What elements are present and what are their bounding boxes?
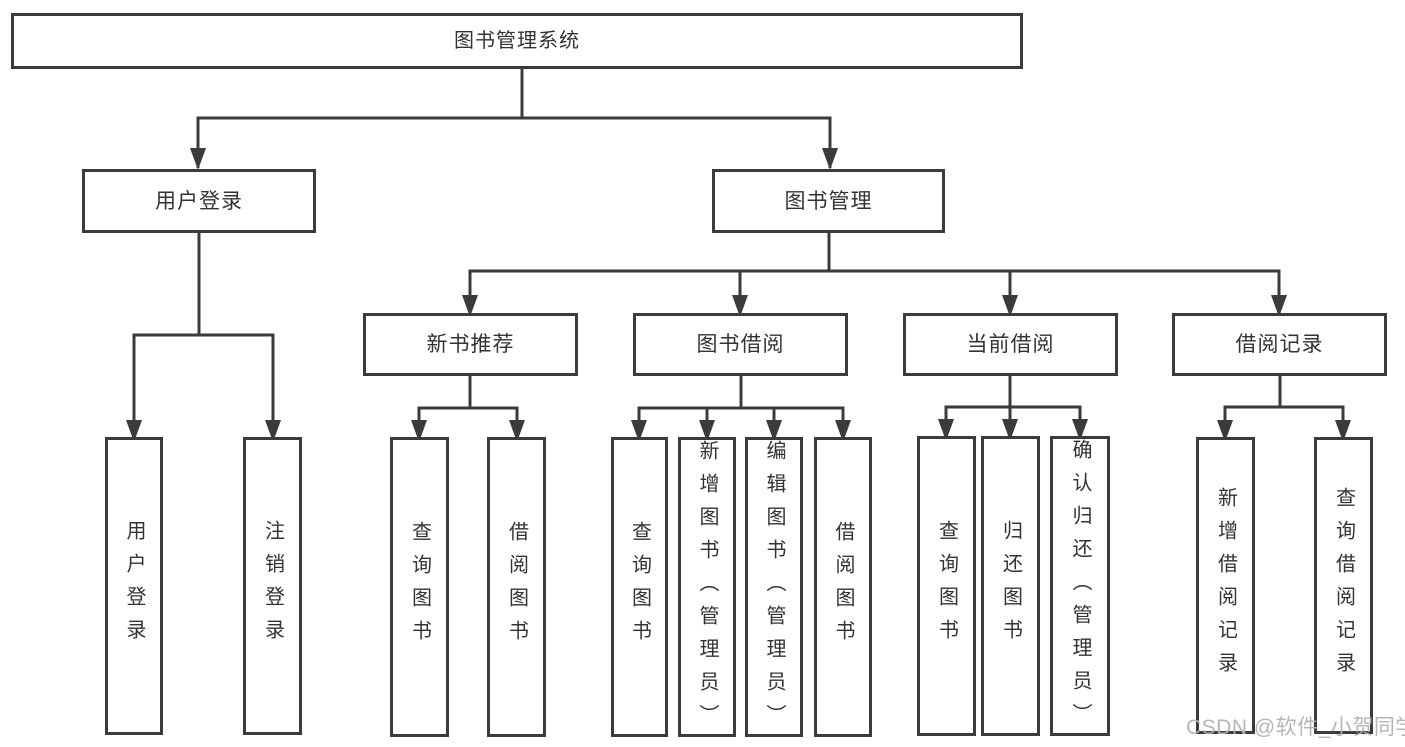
watermark: CSDN @软件_小贺同学 bbox=[1186, 716, 1405, 739]
leaf-nb-query-books: 查询图书 bbox=[390, 437, 449, 737]
leaf-br-add-record: 新增借阅记录 bbox=[1196, 437, 1255, 734]
node-user-login: 用户登录 bbox=[82, 169, 316, 233]
leaf-cb-query-books: 查询图书 bbox=[917, 436, 976, 736]
leaf-br-query-record: 查询借阅记录 bbox=[1314, 437, 1373, 734]
node-library-management-system: 图书管理系统 bbox=[11, 13, 1023, 69]
leaf-bb-edit-books-admin: 编辑图书（管理员） bbox=[745, 437, 803, 737]
node-new-book-recommendation: 新书推荐 bbox=[363, 313, 578, 376]
node-book-management: 图书管理 bbox=[712, 169, 945, 233]
node-current-borrowing: 当前借阅 bbox=[903, 313, 1118, 376]
leaf-bb-query-books: 查询图书 bbox=[611, 437, 668, 737]
leaf-cb-confirm-return-admin: 确认归还（管理员） bbox=[1050, 436, 1110, 736]
leaf-user-login: 用户登录 bbox=[105, 437, 163, 735]
leaf-bb-add-books-admin: 新增图书（管理员） bbox=[678, 437, 736, 737]
node-borrowing-records: 借阅记录 bbox=[1172, 313, 1387, 376]
leaf-nb-borrow-books: 借阅图书 bbox=[487, 437, 546, 737]
leaf-logout: 注销登录 bbox=[243, 437, 302, 735]
node-book-borrowing: 图书借阅 bbox=[633, 313, 848, 376]
leaf-bb-borrow-books: 借阅图书 bbox=[814, 437, 872, 737]
leaf-cb-return-books: 归还图书 bbox=[981, 436, 1040, 736]
